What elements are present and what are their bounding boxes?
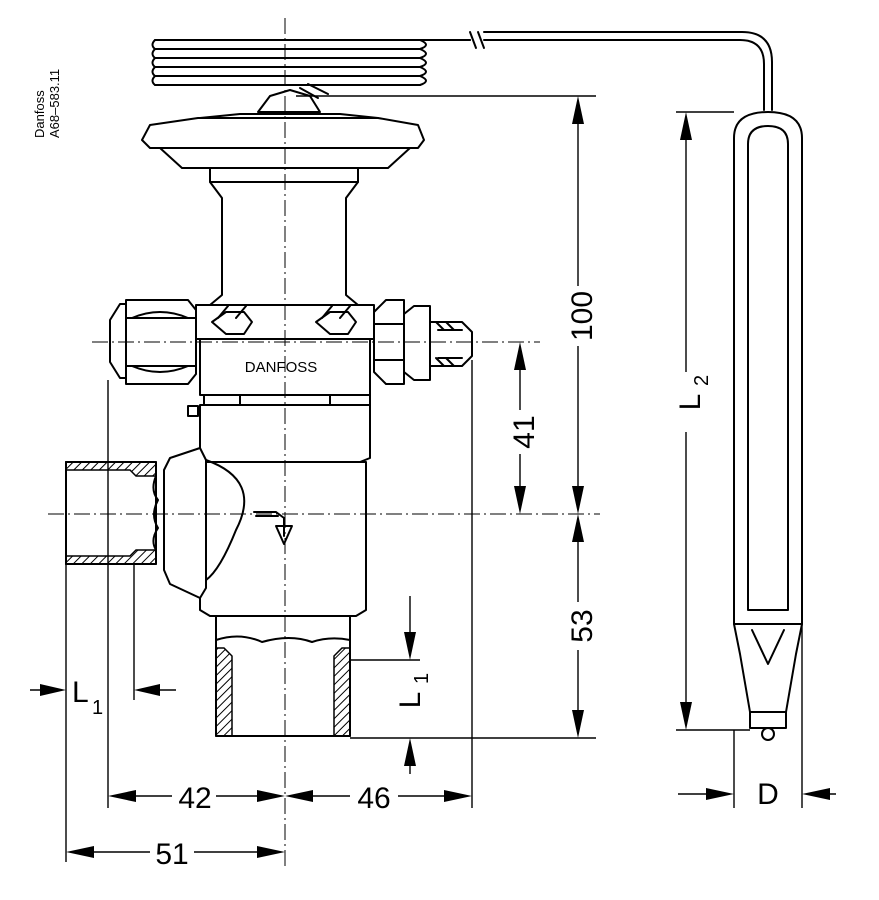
dimension-width-total: 51 xyxy=(66,836,285,871)
note-line-1: Danfoss xyxy=(32,90,47,138)
dimension-label-100: 100 xyxy=(566,291,599,341)
dimension-label-53: 53 xyxy=(566,609,599,642)
dimension-height-mid: 41 xyxy=(505,342,541,514)
bulb-length-main: L xyxy=(674,394,707,411)
dimension-width-right: 46 xyxy=(285,780,472,815)
valve-head xyxy=(141,89,425,169)
dimension-width-left: 42 xyxy=(108,780,285,815)
drawing-reference-note: Danfoss A68–583.11 xyxy=(32,69,62,138)
bottom-outlet-pipe xyxy=(215,615,351,737)
center-lines xyxy=(48,18,600,868)
valve-body: DANFOSS xyxy=(187,304,375,463)
inlet-length-sub: 1 xyxy=(92,697,103,719)
left-inlet-pipe xyxy=(65,461,159,565)
dimension-label-42: 42 xyxy=(178,782,211,815)
valve-brand-label: DANFOSS xyxy=(245,359,318,376)
valve-neck xyxy=(209,167,359,306)
dimension-height-top: 100 xyxy=(562,96,599,514)
outlet-length-main: L xyxy=(394,692,427,709)
dimension-label-d: D xyxy=(757,778,779,811)
extension-lines xyxy=(65,95,803,862)
inlet-length-main: L xyxy=(72,676,89,709)
dimension-outlet-length: L 1 xyxy=(394,596,433,774)
outlet-length-sub: 1 xyxy=(411,673,433,684)
dimension-inlet-length: L 1 xyxy=(30,676,176,719)
dimension-bulb-length: L 2 xyxy=(668,112,713,730)
dimension-label-41: 41 xyxy=(508,415,541,448)
capillary-coil xyxy=(151,31,773,111)
note-line-2: A68–583.11 xyxy=(47,69,62,138)
left-hex-nut xyxy=(109,299,197,385)
sensing-bulb xyxy=(733,111,803,741)
dimension-height-bottom: 53 xyxy=(562,514,599,738)
valve-lower-body xyxy=(163,447,367,617)
dimension-bulb-diameter: D xyxy=(678,778,836,811)
bulb-length-sub: 2 xyxy=(691,375,713,386)
dimension-label-46: 46 xyxy=(357,782,390,815)
dimension-label-51: 51 xyxy=(155,838,188,871)
